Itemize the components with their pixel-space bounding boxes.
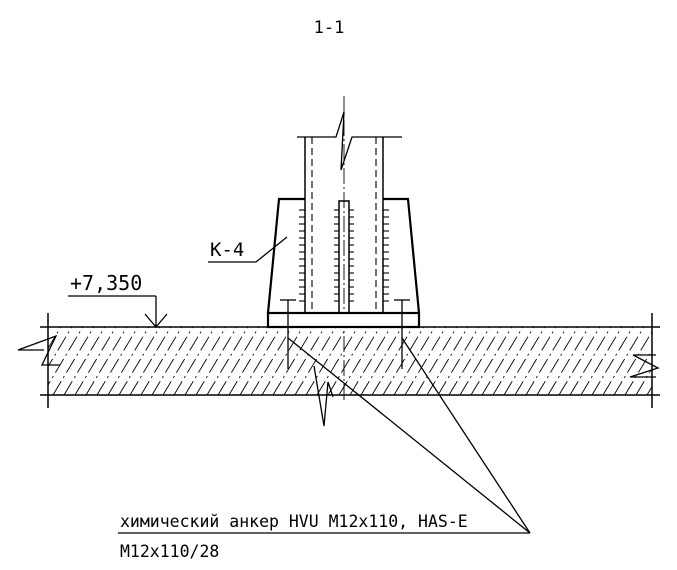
hatch-line bbox=[48, 327, 84, 386]
hatch-line bbox=[250, 327, 293, 395]
hatch-line bbox=[305, 327, 348, 395]
hatch-line bbox=[140, 327, 183, 395]
hatch-line bbox=[591, 327, 634, 395]
hatch-line bbox=[217, 327, 260, 395]
top-break-symbol bbox=[297, 111, 402, 171]
hatch-line bbox=[602, 327, 645, 395]
hatch-line bbox=[195, 327, 238, 395]
hatch-line bbox=[52, 327, 95, 395]
hatch-line bbox=[360, 327, 403, 395]
hatch-line bbox=[382, 327, 425, 395]
hatch-line bbox=[85, 327, 128, 395]
hatch-line bbox=[448, 327, 491, 395]
hatch-line bbox=[48, 327, 73, 368]
hatch-line bbox=[437, 327, 480, 395]
hatch-line bbox=[261, 327, 304, 395]
hatch-line bbox=[74, 327, 117, 395]
hatch-line bbox=[129, 327, 172, 395]
hatch-line bbox=[162, 327, 205, 395]
hatch-line bbox=[658, 327, 677, 395]
elevation-mark bbox=[68, 295, 168, 329]
hatch-line bbox=[669, 327, 677, 395]
hatch-line bbox=[470, 327, 513, 395]
right-break-symbol bbox=[629, 354, 660, 378]
center-rib bbox=[338, 200, 350, 313]
hatch-line bbox=[118, 327, 161, 395]
hatch-line bbox=[96, 327, 139, 395]
column-mark-leader bbox=[208, 236, 288, 263]
hatch-line bbox=[316, 327, 359, 395]
hatch-line bbox=[547, 327, 590, 395]
hatch-line bbox=[393, 327, 436, 395]
left-break-symbol bbox=[17, 334, 60, 366]
column-section bbox=[304, 137, 384, 313]
hatch-line bbox=[338, 327, 381, 395]
slab-hatch bbox=[48, 327, 677, 395]
hatch-line bbox=[580, 327, 623, 395]
hatch-line bbox=[327, 327, 370, 395]
section-title: 1-1 bbox=[314, 18, 345, 38]
base-plate bbox=[266, 311, 421, 329]
hatch-line bbox=[371, 327, 414, 395]
anchor-note-line2: M12x110/28 bbox=[120, 542, 219, 561]
anchor-bolt-left bbox=[280, 299, 296, 369]
anchor-note-line1: химический анкер HVU M12x110, HAS-E bbox=[120, 512, 468, 531]
hatch-line bbox=[228, 327, 271, 395]
hatch-line bbox=[173, 327, 216, 395]
column-base-ribs bbox=[266, 197, 421, 314]
hatch-line bbox=[426, 327, 469, 395]
hatch-line bbox=[404, 327, 447, 395]
hatch-line bbox=[613, 330, 652, 395]
elevation-label: +7,350 bbox=[70, 271, 142, 295]
weld-marks bbox=[299, 209, 389, 302]
hatch-line bbox=[283, 327, 326, 395]
hatch-line bbox=[272, 327, 315, 395]
bottom-break-symbol bbox=[313, 365, 334, 427]
hatch-line bbox=[481, 327, 524, 395]
hatch-line bbox=[459, 327, 502, 395]
column-mark-label: К-4 bbox=[210, 239, 244, 261]
hatch-line bbox=[184, 327, 227, 395]
hatch-line bbox=[151, 327, 194, 395]
hatch-line bbox=[525, 327, 568, 395]
hatch-line bbox=[48, 327, 62, 350]
hatch-line bbox=[492, 327, 535, 395]
hatch-line bbox=[239, 327, 282, 395]
hatch-line bbox=[514, 327, 557, 395]
hatch-line bbox=[558, 327, 601, 395]
hatch-line bbox=[294, 327, 337, 395]
anchor-leader-lines bbox=[118, 337, 531, 534]
hatch-line bbox=[536, 327, 579, 395]
hatch-line bbox=[415, 327, 458, 395]
hatch-line bbox=[635, 367, 652, 395]
hatch-line bbox=[63, 327, 106, 395]
hatch-line bbox=[349, 327, 392, 395]
hatch-line bbox=[206, 327, 249, 395]
hatch-line bbox=[503, 327, 546, 395]
anchor-bolt-right bbox=[394, 299, 410, 369]
hatch-line bbox=[569, 327, 612, 395]
hatch-line bbox=[107, 327, 150, 395]
